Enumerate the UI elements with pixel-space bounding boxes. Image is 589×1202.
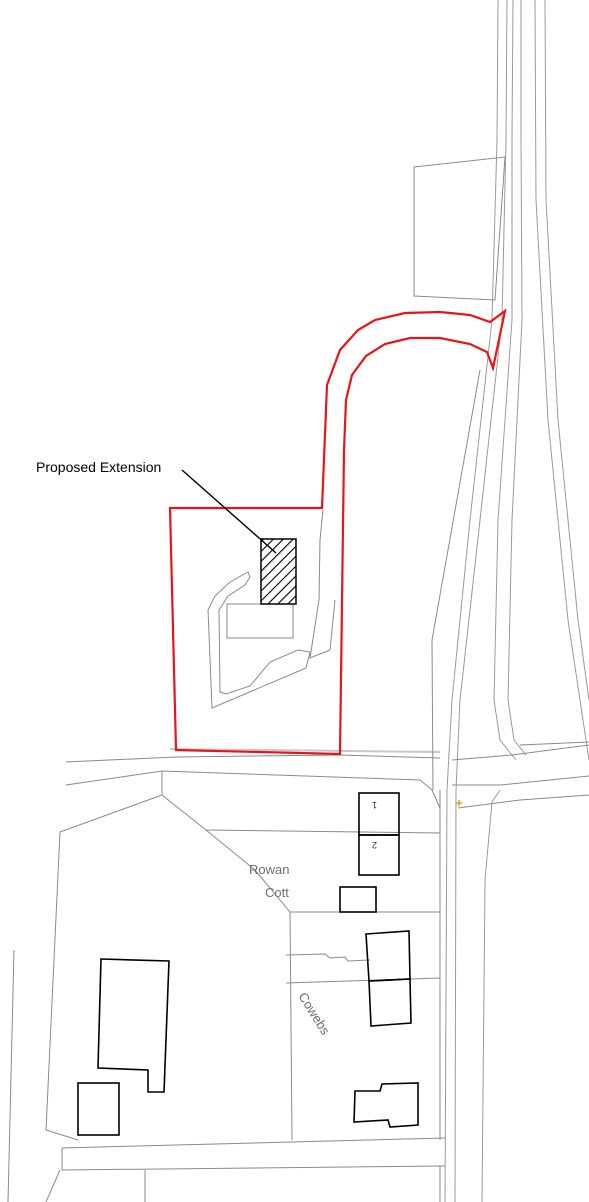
other-buildings — [77, 886, 419, 1136]
place-label-cowebs: Cowebs — [295, 990, 333, 1038]
plus-marker-icon — [456, 800, 462, 806]
place-label-rowan: Rowan — [249, 862, 289, 877]
callout-leader-line — [181, 469, 277, 554]
house-number-2: 2 — [372, 840, 377, 850]
house-number-1: 1 — [372, 800, 377, 810]
site-boundary — [168, 308, 507, 756]
site-existing-features — [207, 509, 336, 709]
parcel-line-east — [431, 369, 481, 791]
building-north — [413, 156, 506, 301]
side-road-lines — [65, 741, 589, 809]
proposed-extension-hatch — [260, 538, 297, 605]
track-edge-faint — [169, 748, 441, 753]
place-label-cott: Cott — [265, 885, 289, 900]
main-road-lines — [444, 0, 589, 1202]
semi-detached-houses — [358, 792, 400, 876]
existing-building — [226, 603, 294, 639]
callout-label-proposed-extension: Proposed Extension — [36, 459, 161, 475]
